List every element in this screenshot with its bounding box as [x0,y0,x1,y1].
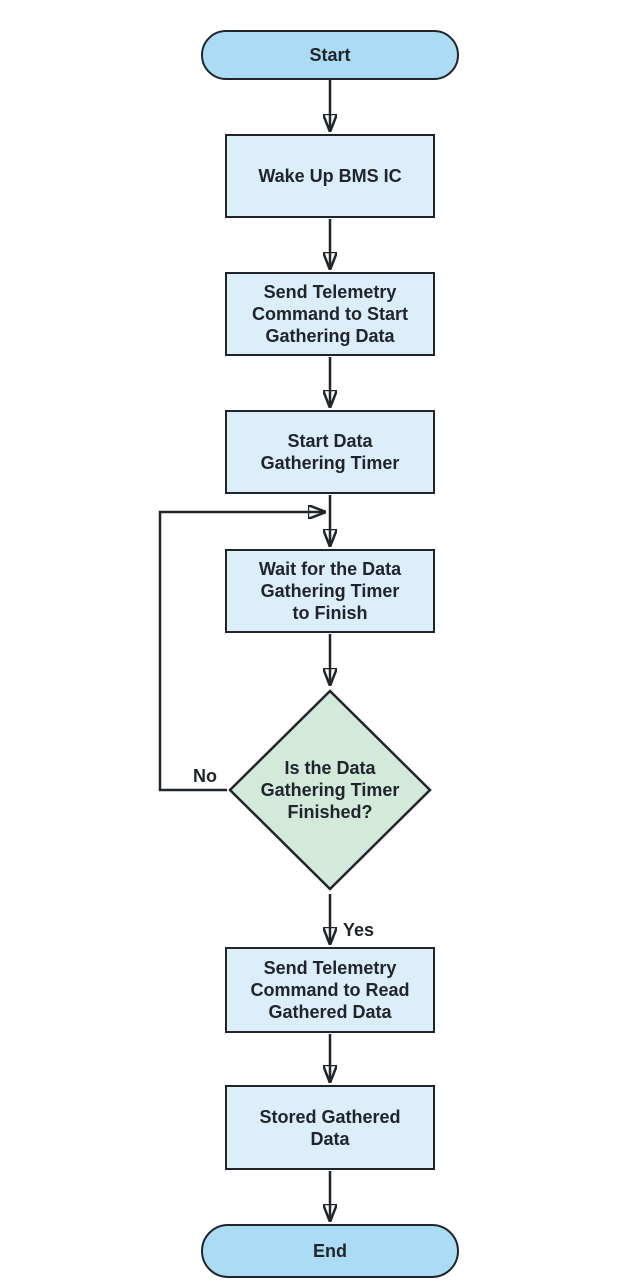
process-label: Stored Gathered Data [259,1106,401,1149]
decision-label: Is the Data Gathering Timer Finished? [260,758,400,822]
decision-timer-finished: Is the Data Gathering Timer Finished? [227,688,433,892]
process-wait-for-timer: Wait for the Data Gathering Timer to Fin… [225,549,435,633]
process-start-data-gathering-timer: Start Data Gathering Timer [225,410,435,494]
diamond-outline [228,689,432,891]
process-label: Start Data Gathering Timer [260,431,400,473]
process-wake-up-bms-ic: Wake Up BMS IC [225,134,435,218]
process-label: Send Telemetry Command to Start Gatherin… [251,282,408,346]
process-label: Send Telemetry Command to Read Gathered … [250,958,410,1022]
start-terminal: Start [201,30,459,80]
process-send-telemetry-read: Send Telemetry Command to Read Gathered … [225,947,435,1033]
process-stored-gathered-data: Stored Gathered Data [225,1085,435,1170]
yes-label-text: Yes [343,920,375,940]
process-label: Wait for the Data Gathering Timer to Fin… [258,559,402,623]
process-label: Wake Up BMS IC [258,166,402,186]
diamond-shape [228,689,432,891]
no-label-text: No [193,766,217,786]
yes-branch-label: Yes [343,919,387,941]
process-send-telemetry-start: Send Telemetry Command to Start Gatherin… [225,272,435,356]
start-label: Start [309,45,351,65]
end-label: End [313,1241,347,1261]
no-branch-label: No [178,765,217,787]
end-terminal: End [201,1224,459,1278]
